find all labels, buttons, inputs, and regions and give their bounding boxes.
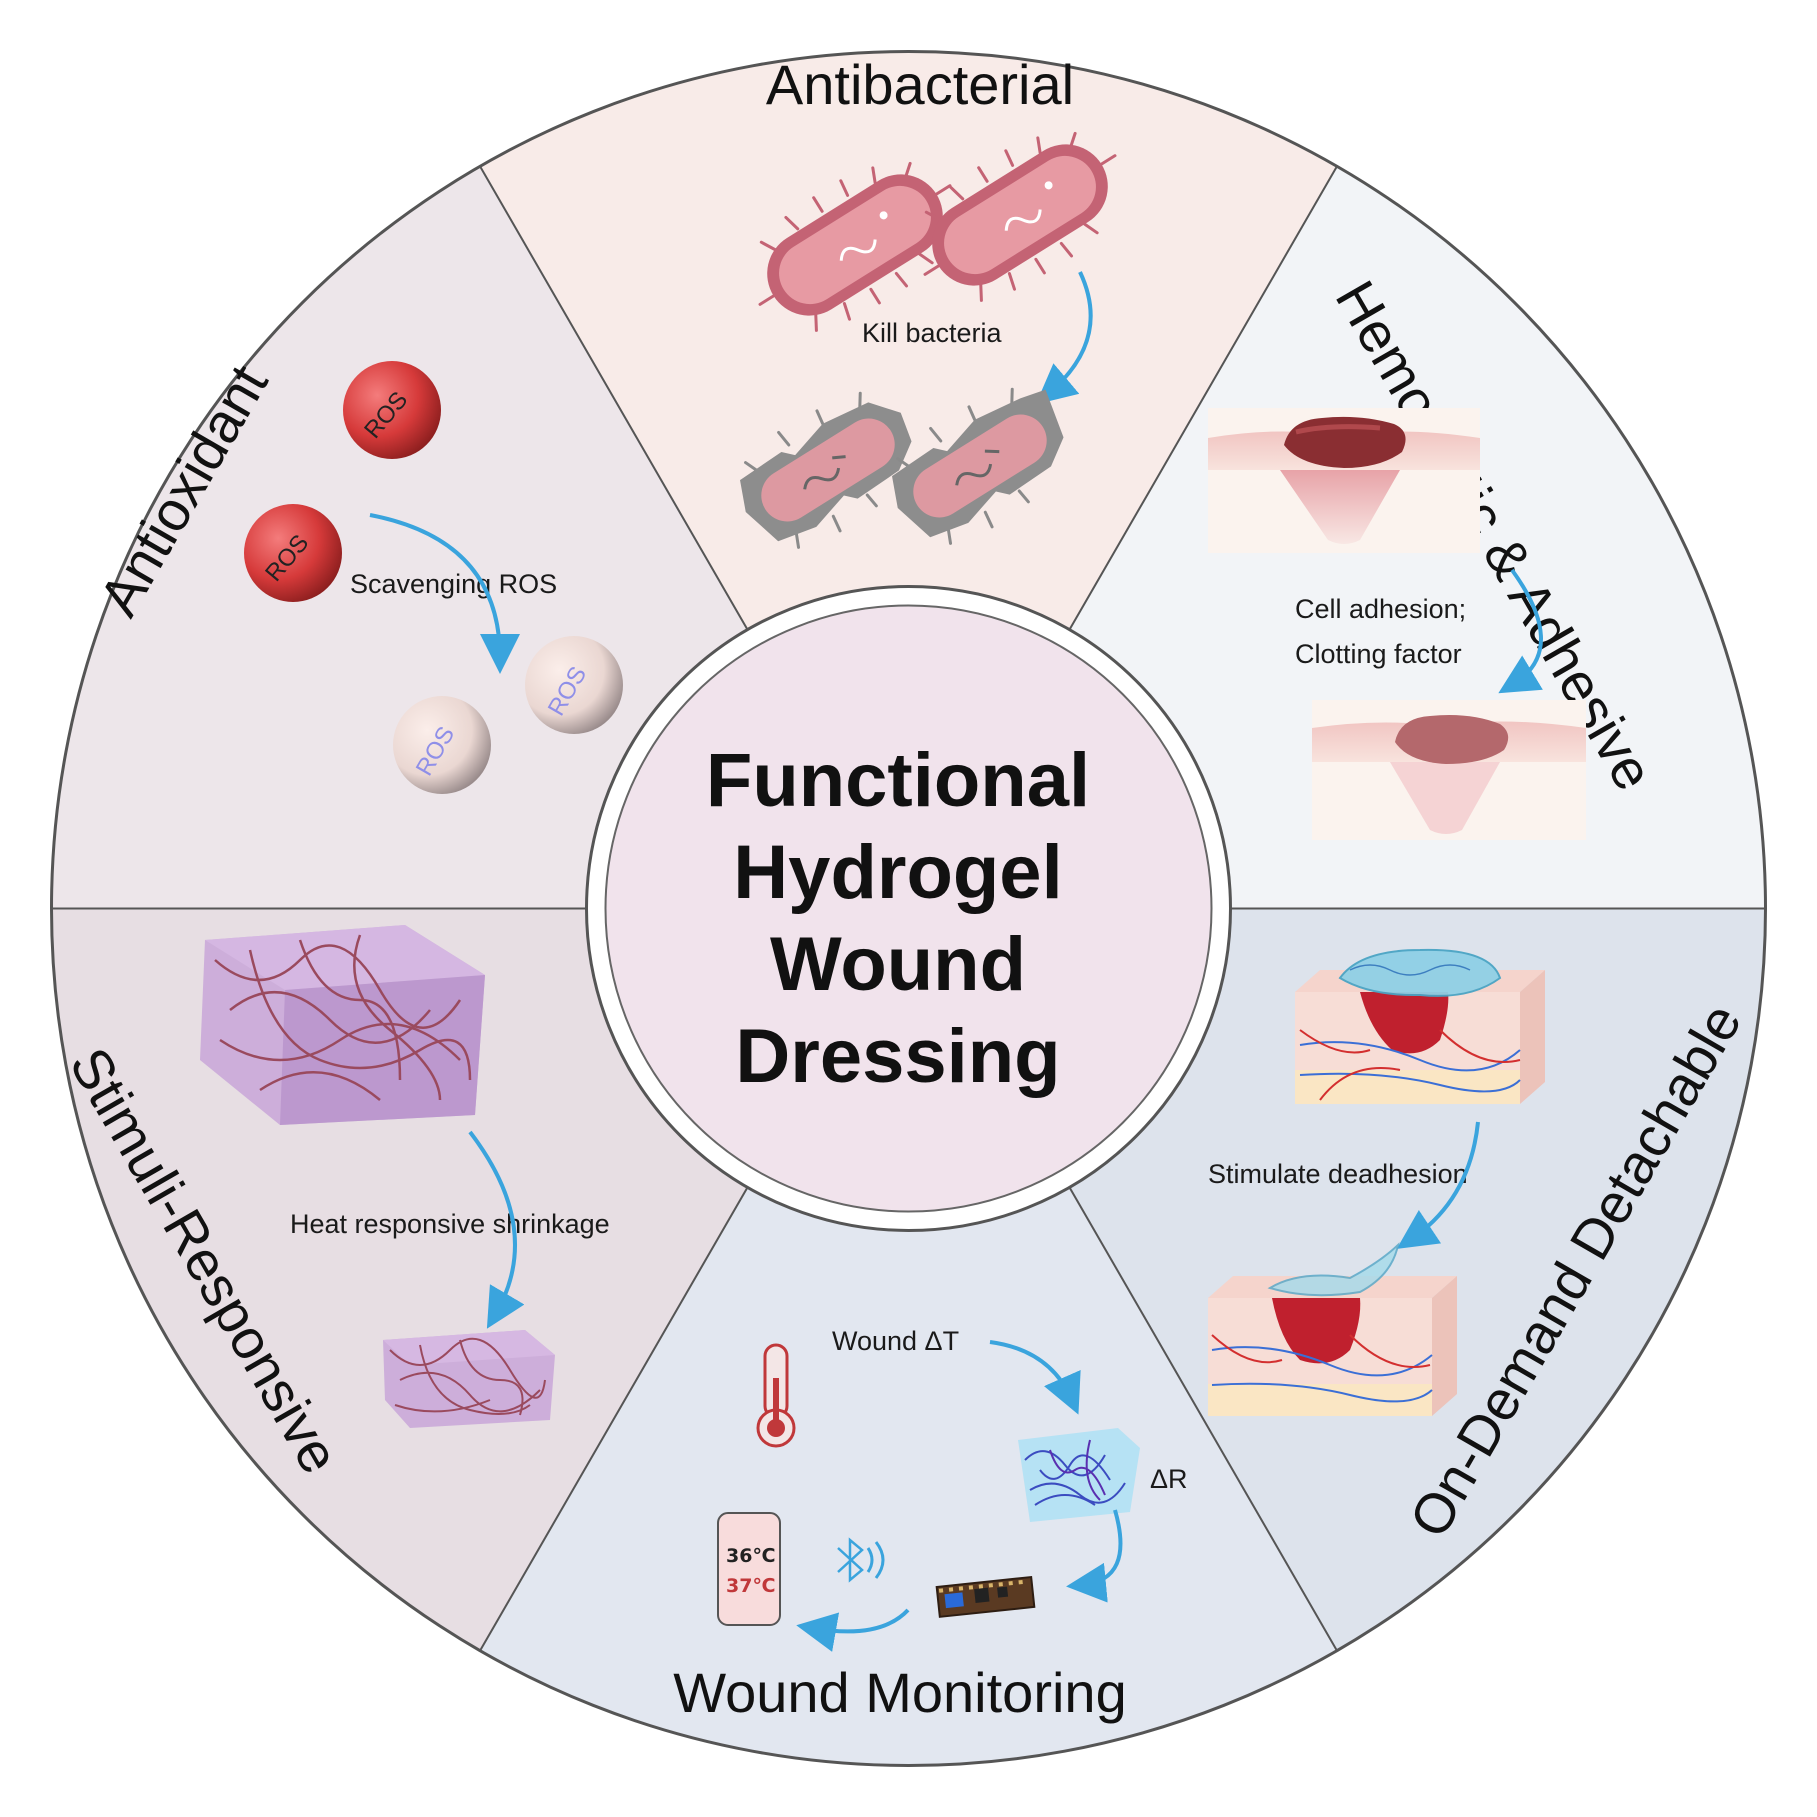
center-title-line3: Wound	[770, 922, 1026, 1007]
antibacterial-title: Antibacterial	[766, 53, 1074, 116]
phone-temp-2: 37℃	[726, 1575, 775, 1597]
ros-sphere-scavenged-2: ROS	[393, 696, 491, 794]
circuit-board-icon	[935, 1575, 1036, 1618]
wound-bleeding-icon	[1208, 408, 1480, 553]
ros-sphere-scavenged-1: ROS	[525, 636, 623, 734]
monitoring-title: Wound Monitoring	[673, 1661, 1126, 1724]
bluetooth-icon	[837, 1537, 885, 1583]
center-title-line4: Dressing	[735, 1014, 1060, 1099]
bacterium-dead-icon	[740, 391, 912, 549]
ros-sphere-active-2: ROS	[244, 504, 342, 602]
wound-healing-icon	[1312, 700, 1586, 840]
skin-detached-icon	[1208, 1242, 1457, 1416]
center-title-line2: Hydrogel	[733, 830, 1062, 915]
outer-ring	[50, 50, 1767, 1767]
detachable-caption: Stimulate deadhesion	[1208, 1159, 1468, 1189]
stimuli-caption: Heat responsive shrinkage	[290, 1209, 610, 1239]
detachable-arrow	[1396, 1121, 1480, 1249]
antioxidant-caption: Scavenging ROS	[350, 569, 557, 599]
center-title-line1: Functional	[706, 738, 1090, 823]
hydrogel-cube-large-icon	[200, 925, 485, 1125]
antibacterial-caption: Kill bacteria	[862, 318, 1003, 348]
center-disc	[604, 604, 1213, 1213]
hemostatic-caption-line2: Clotting factor	[1295, 639, 1462, 669]
antibacterial-arrow	[1035, 271, 1093, 405]
bacterium-live-icon	[758, 161, 952, 332]
phone-display: 36℃ 37℃	[717, 1512, 781, 1626]
segment-monitoring	[480, 908, 1337, 1766]
bacterium-dead-icon-2	[892, 387, 1064, 545]
bacterium-live-icon-2	[923, 131, 1117, 302]
hydrogel-cube-small-icon	[383, 1330, 555, 1428]
monitoring-arrow-1	[989, 1340, 1081, 1415]
monitoring-caption: Wound ΔT	[832, 1326, 959, 1356]
skin-hydrogel-icon	[1295, 948, 1545, 1104]
monitoring-resistance: ΔR	[1150, 1464, 1188, 1494]
stimuli-arrow	[468, 1130, 525, 1329]
hemostatic-arrow	[1498, 568, 1543, 694]
monitoring-arrow-2	[1066, 1509, 1123, 1603]
antioxidant-arrow	[369, 513, 520, 674]
hydrogel-sensor-icon	[1018, 1428, 1140, 1522]
monitoring-arrow-3	[796, 1608, 910, 1652]
thermometer-icon	[756, 1343, 796, 1448]
phone-temp-1: 36℃	[726, 1545, 775, 1567]
hemostatic-caption-line1: Cell adhesion;	[1295, 594, 1466, 624]
ros-sphere-active-1: ROS	[343, 361, 441, 459]
